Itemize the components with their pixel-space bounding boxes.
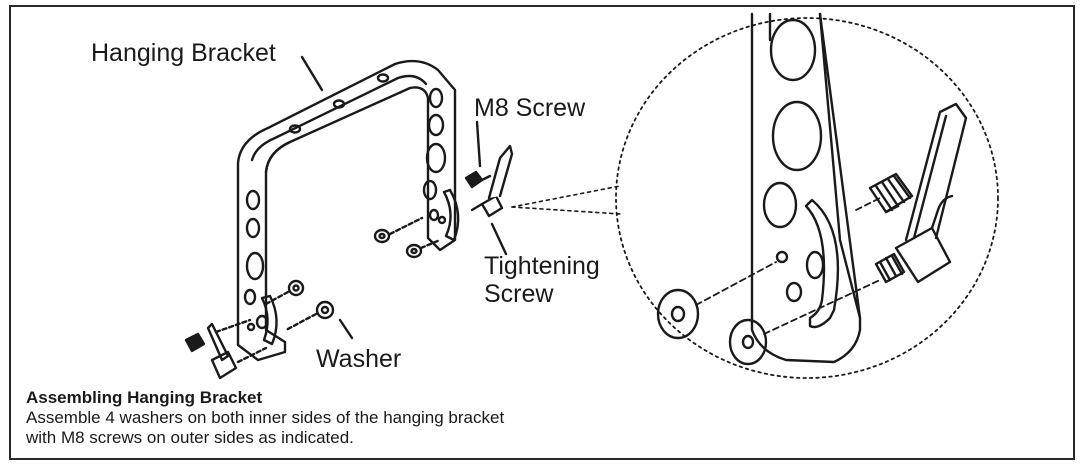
washer-label: Washer (316, 345, 402, 373)
caption-title: Assembling Hanging Bracket (26, 388, 263, 407)
caption-body: Assemble 4 washers on both inner sides o… (26, 408, 666, 448)
m8-screw-detail (868, 172, 914, 214)
tightening-screw-detail (874, 102, 968, 284)
detail-magnified-view (615, 12, 999, 379)
caption-line-2: with M8 screws on outer sides as indicat… (26, 428, 354, 447)
diagram-frame (9, 5, 1075, 460)
m8-screw-label: M8 Screw (474, 94, 586, 122)
tightening-screw-label-line1: Tightening (484, 252, 600, 280)
hanging-bracket-overview (184, 55, 514, 380)
caption-line-1: Assemble 4 washers on both inner sides o… (26, 408, 505, 427)
hanging-bracket-label: Hanging Bracket (91, 39, 276, 67)
tightening-screw-label-line2: Screw (484, 280, 554, 308)
